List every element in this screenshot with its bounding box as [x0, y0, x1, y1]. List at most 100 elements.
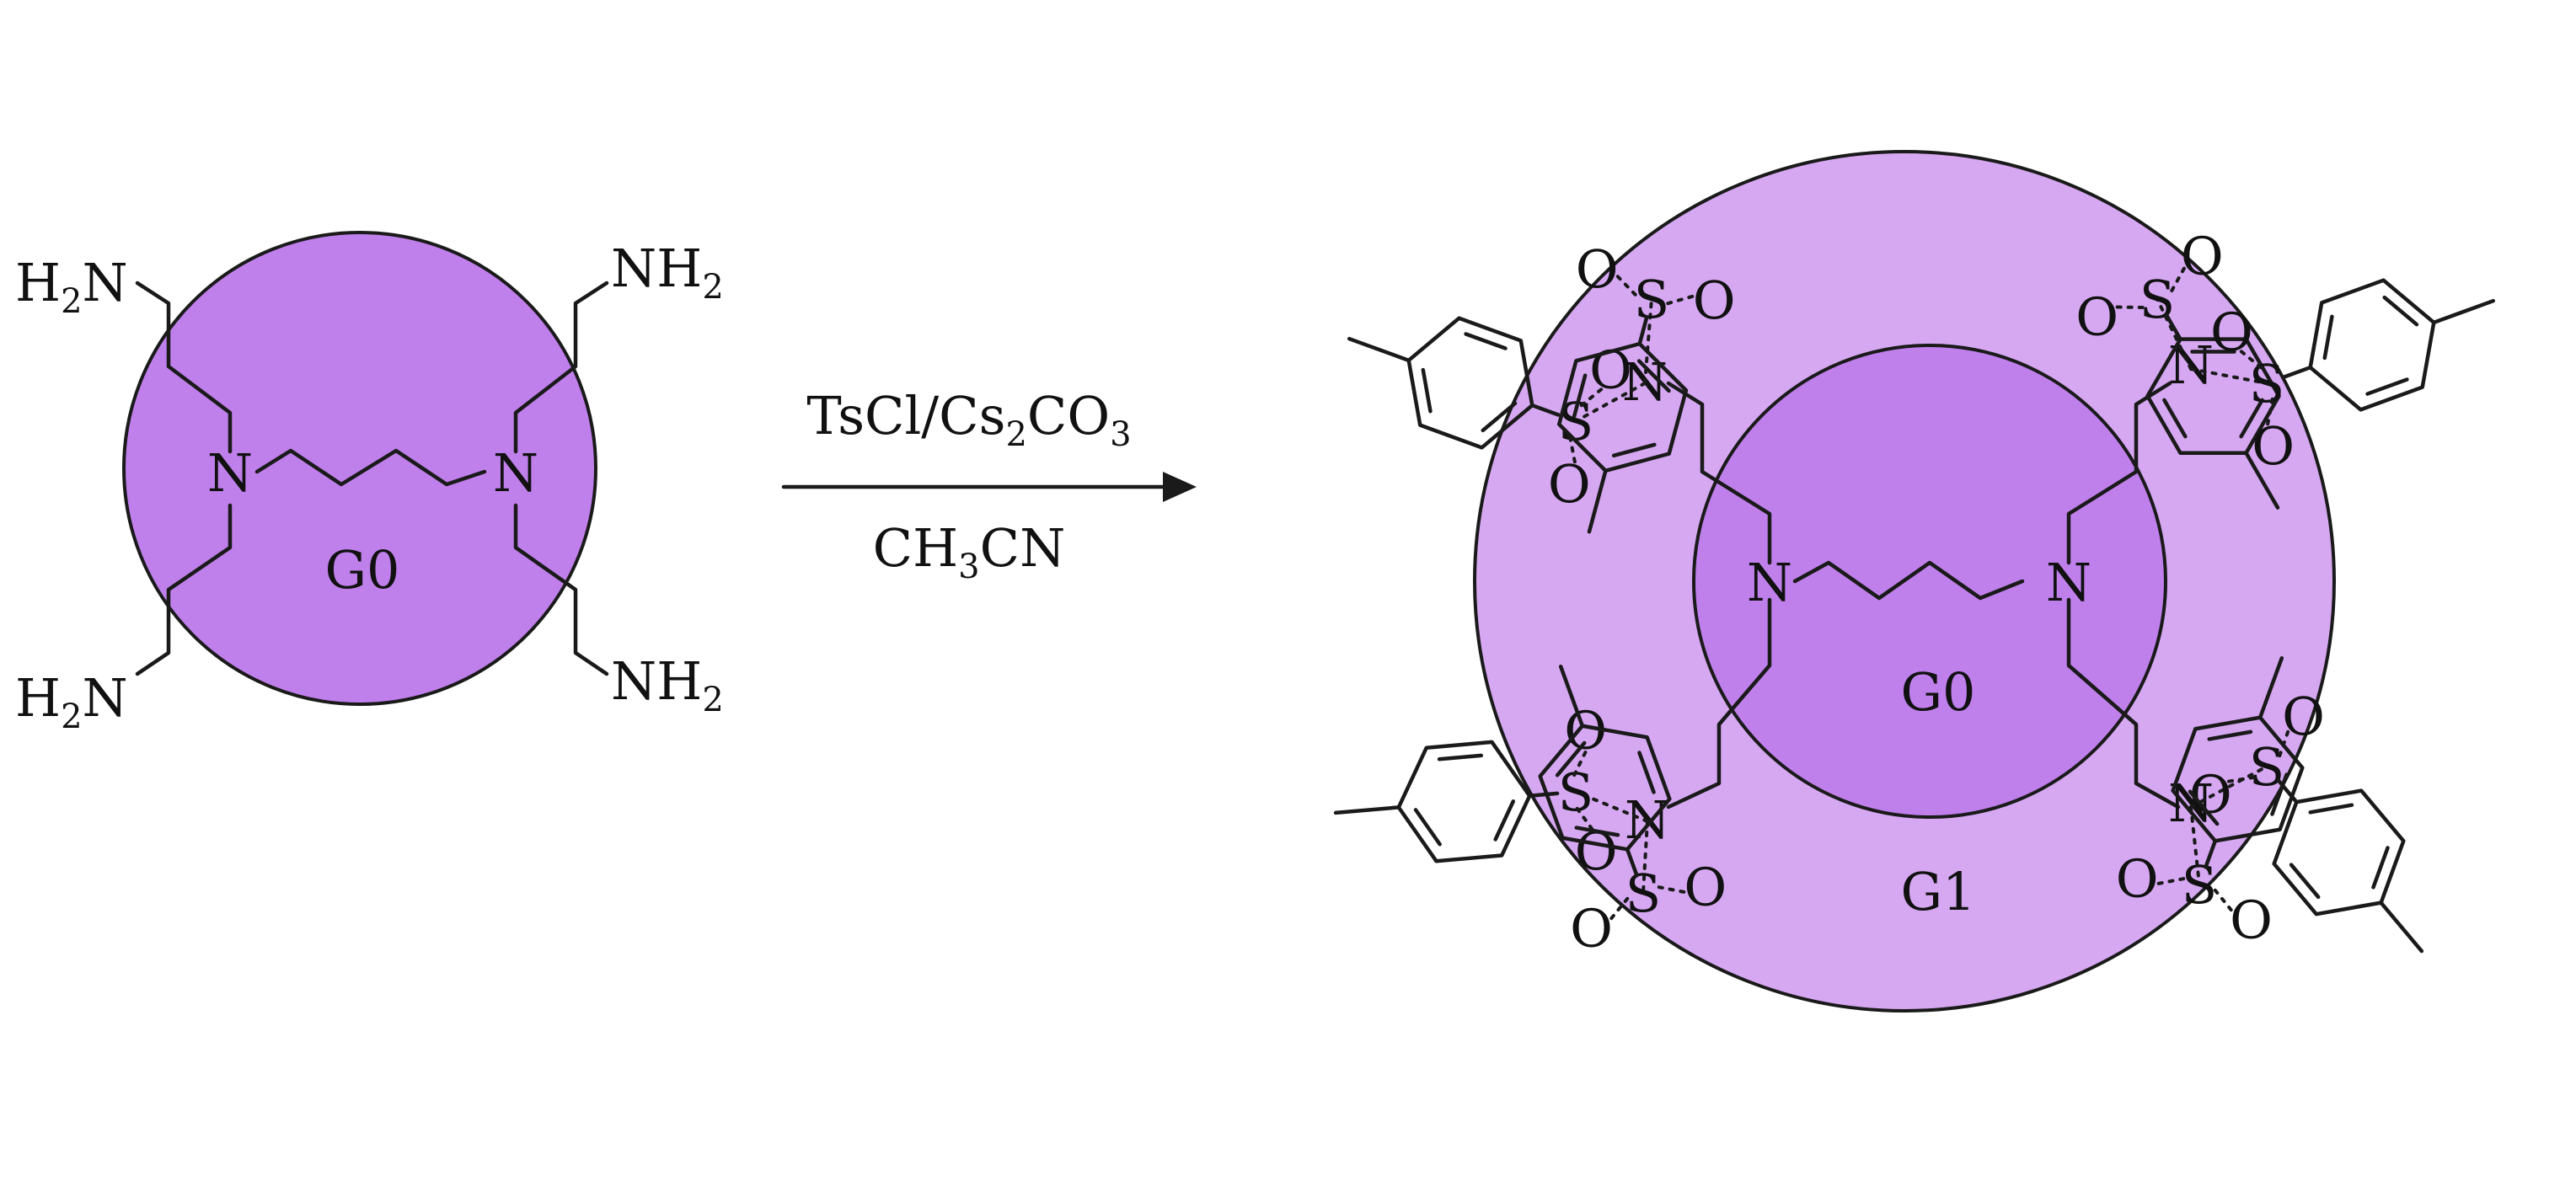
ring-double-bond	[1637, 751, 1656, 794]
s-c-bond	[2164, 313, 2182, 341]
s-o-bond	[2236, 347, 2263, 370]
s-o-bond	[1568, 435, 1577, 468]
n-s-bond	[1641, 820, 1649, 895]
ring-double-bond	[2207, 729, 2253, 741]
sulfur-atom: S	[2249, 353, 2284, 414]
ring-double-bond	[1636, 359, 1671, 393]
amine-top-right-label: NH2​	[611, 238, 724, 307]
s-o-bond	[1607, 896, 1630, 924]
s-c-bond	[1625, 847, 1639, 878]
oxygen-atom-b: O	[2181, 225, 2224, 286]
s-o-bond	[1613, 271, 1637, 297]
ring-double-bond	[1421, 367, 1433, 414]
product-left-nitrogen: N	[1747, 552, 1792, 613]
n-s-bond	[2156, 297, 2193, 371]
s-o-bond	[1657, 885, 1690, 895]
n-s-bond	[1574, 790, 1649, 823]
ring-double-bond	[1437, 753, 1484, 761]
reaction-arrow-head	[1163, 472, 1197, 502]
tosyl-group-3: SOO	[2075, 225, 2281, 510]
ring-double-bond	[2371, 846, 2390, 890]
methyl-bond	[1333, 805, 1401, 815]
amine-top-right: NH2​	[611, 238, 724, 307]
ring-double-bond	[1611, 442, 1657, 458]
ring-double-bond	[2289, 863, 2321, 900]
ring-double-bond	[2162, 398, 2188, 439]
oxygen-atom-a: O	[2230, 890, 2273, 951]
oxygen-atom-b: O	[2116, 847, 2159, 909]
methyl-bond	[2257, 655, 2284, 719]
amine-bottom-left: H2​N	[15, 667, 128, 736]
methyl-bond	[2244, 451, 2280, 510]
ring-double-bond	[2239, 398, 2264, 439]
methyl-bond	[1558, 664, 1585, 728]
ring-double-bond	[2188, 789, 2220, 826]
s-o-bond	[2213, 888, 2236, 916]
amine-top-left: H2​N	[15, 252, 128, 321]
ring-double-bond	[1493, 799, 1516, 842]
s-o-bond	[2152, 877, 2186, 886]
right-nitrogen: N	[493, 442, 538, 504]
ring-double-bond	[2365, 377, 2409, 396]
benzene-ring	[1396, 740, 1532, 863]
tosyl-group-8: SOO	[2116, 655, 2305, 951]
ring-double-bond	[1555, 740, 1587, 778]
s-c-bond	[1530, 403, 1561, 417]
tosyl-group-5: SOO	[1333, 700, 1649, 882]
g1-inner-label: G0	[1901, 661, 1976, 723]
reactant-g0: N N G0 H2​N H2​N NH2​ NH2​	[15, 231, 724, 736]
methyl-bond	[1347, 336, 1411, 363]
methyl-bond	[2379, 900, 2424, 954]
s-o-bond	[1579, 385, 1607, 408]
oxygen-atom-b: O	[2282, 686, 2325, 747]
sulfur-atom: S	[1634, 269, 1669, 330]
amine-bottom-right: NH2​	[611, 650, 724, 719]
tosyl-group-7: SOO	[2189, 686, 2424, 954]
solvent-label: CH3​CN	[873, 517, 1066, 586]
s-o-bond	[2278, 726, 2291, 758]
s-c-bond	[2282, 365, 2312, 379]
s-c-bond	[1637, 315, 1649, 346]
ring-double-bond	[1481, 401, 1518, 433]
ring-double-bond	[2322, 314, 2334, 361]
methyl-bond	[1587, 468, 1608, 534]
oxygen-atom-a: O	[2252, 415, 2295, 477]
sulfur-atom: S	[2249, 736, 2284, 798]
s-o-bond	[2265, 397, 2274, 430]
sulfur-atom: S	[2182, 854, 2217, 916]
amine-bottom-right-label: NH2​	[611, 650, 724, 719]
methyl-bond	[2432, 298, 2496, 325]
amine-top-left-label: H2​N	[15, 252, 128, 321]
amine-bottom-left-label: H2​N	[15, 667, 128, 736]
ring-double-bond	[1413, 808, 1442, 847]
ring-double-bond	[1464, 332, 1508, 350]
reaction-arrow-group: TsCl/Cs2​CO3​ CH3​CN	[781, 385, 1197, 586]
s-o-bond	[2223, 775, 2256, 784]
n-s-bond	[2189, 805, 2201, 886]
ring-double-bond	[2270, 772, 2289, 816]
g1-inner-core-disk	[1692, 344, 2167, 819]
left-nitrogen: N	[207, 442, 253, 504]
oxygen-atom-a: O	[1684, 856, 1727, 917]
n-s-bond	[2189, 367, 2268, 385]
reagent-label: TsCl/Cs2​CO3​	[806, 385, 1131, 454]
oxygen-atom-b: O	[1693, 270, 1736, 331]
oxygen-atom-a: O	[1576, 238, 1619, 300]
oxygen-atom-b: O	[1570, 898, 1613, 959]
oxygen-atom-b: O	[2210, 301, 2253, 362]
ring-double-bond	[1574, 826, 1620, 837]
oxygen-atom-a: O	[2075, 286, 2118, 347]
product-right-nitrogen: N	[2046, 552, 2091, 613]
ring-double-bond	[2382, 295, 2419, 327]
ring-double-bond	[2308, 803, 2354, 815]
reactant-bonds	[135, 281, 609, 676]
s-c-bond	[1527, 791, 1560, 799]
tosyl-group-4: SOO	[2189, 278, 2496, 477]
g1-outer-label: G1	[1901, 861, 1976, 922]
s-o-bond	[2170, 263, 2188, 292]
g0-core-label: G0	[325, 539, 400, 601]
ring-double-bond	[1572, 373, 1588, 419]
